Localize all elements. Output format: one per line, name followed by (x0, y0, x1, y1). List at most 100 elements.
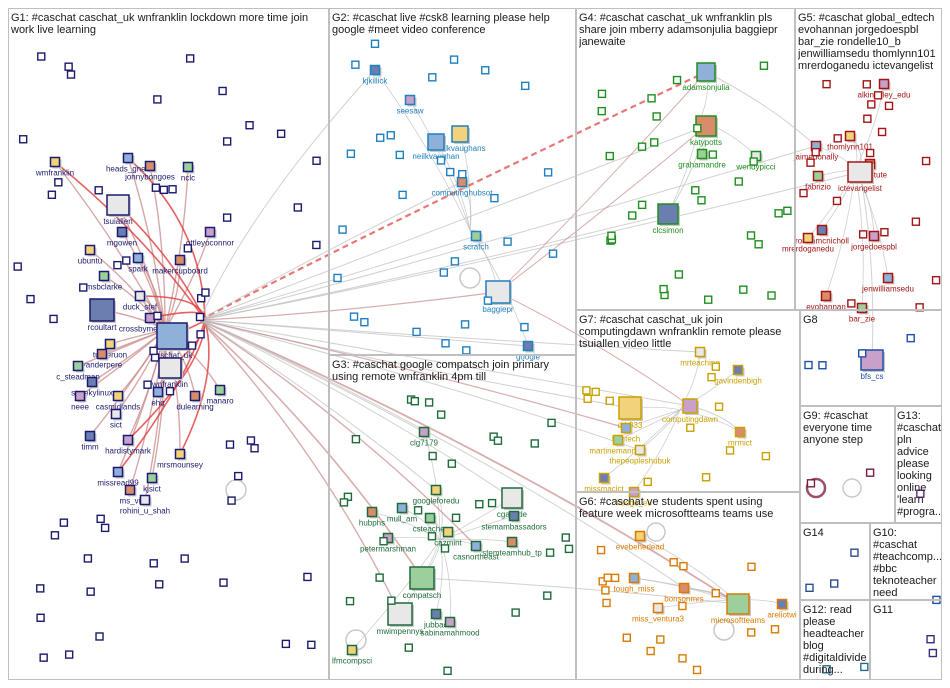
small-node-85[interactable] (543, 168, 553, 177)
node-cazmint[interactable]: cazmint (434, 526, 463, 548)
node-thepeopleshubuk[interactable]: thepeopleshubuk (610, 444, 672, 466)
small-node-8[interactable] (222, 137, 232, 146)
node-csteacher[interactable]: csteacher (413, 512, 448, 534)
small-node-140[interactable] (697, 196, 706, 205)
small-node-94[interactable] (451, 513, 461, 523)
small-node-141[interactable] (605, 151, 614, 161)
small-node-163[interactable] (862, 80, 871, 89)
node-computingdawn[interactable]: computingdawn (662, 398, 718, 424)
small-node-71[interactable] (412, 327, 421, 337)
small-node-125[interactable] (628, 211, 637, 220)
node-lfmcompsci[interactable]: lfmcompsci (332, 644, 372, 666)
node-ms_vi[interactable]: ms_vi (120, 484, 141, 506)
node-missmacict[interactable]: missmacict (584, 472, 625, 494)
node-mrmict[interactable]: mrmict (728, 426, 753, 448)
node-areliotwi[interactable]: areliotwi (767, 598, 797, 620)
node-microsoftteams[interactable]: microsoftteams (711, 593, 765, 625)
small-node-77[interactable] (338, 225, 347, 234)
small-node-144[interactable] (708, 150, 718, 159)
small-node-14[interactable] (143, 380, 152, 389)
small-node-105[interactable] (387, 596, 396, 605)
small-node-168[interactable] (822, 79, 831, 89)
small-node-26[interactable] (54, 178, 63, 187)
small-node-201[interactable] (906, 333, 915, 343)
small-node-66[interactable] (481, 66, 490, 75)
small-node-178[interactable] (582, 386, 591, 395)
small-node-107[interactable] (475, 500, 484, 509)
small-node-143[interactable] (691, 186, 700, 195)
small-node-188[interactable] (646, 646, 655, 656)
small-node-197[interactable] (669, 558, 678, 567)
small-node-213[interactable] (928, 648, 938, 658)
small-node-17[interactable] (151, 183, 161, 192)
small-node-137[interactable] (607, 231, 616, 240)
node-evohannan[interactable]: evohannan (806, 290, 846, 312)
small-node-93[interactable] (511, 608, 520, 617)
small-node-41[interactable] (113, 260, 122, 270)
node-sabinamahmood[interactable]: sabinamahmood (420, 616, 480, 638)
small-node-40[interactable] (185, 54, 195, 63)
node-martinemannion[interactable]: martinemannion (589, 434, 647, 456)
small-node-123[interactable] (652, 112, 661, 121)
small-node-87[interactable] (520, 322, 529, 332)
small-node-22[interactable] (86, 587, 95, 596)
small-node-207[interactable] (805, 583, 814, 593)
node-clg7179[interactable]: clg7179 (410, 426, 439, 448)
small-node-48[interactable] (155, 580, 164, 589)
small-node-18[interactable] (183, 244, 193, 253)
small-node-7[interactable] (168, 185, 177, 194)
node-rohini_u_shah[interactable]: rohini_u_shah (120, 494, 170, 516)
node-vanderpere[interactable]: vanderpere (82, 348, 123, 370)
small-node-61[interactable] (398, 190, 407, 200)
node-missread99[interactable]: missread99 (97, 466, 139, 488)
small-node-100[interactable] (379, 537, 388, 546)
node-evebeherlead[interactable]: evebeherlead (616, 530, 664, 552)
small-node-44[interactable] (95, 632, 104, 641)
small-node-55[interactable] (83, 554, 93, 563)
node-mrsmounsey[interactable]: mrsmounsey (157, 448, 203, 470)
small-node-51[interactable] (293, 203, 303, 212)
small-node-24[interactable] (201, 288, 210, 297)
node-bonsonmrs[interactable]: bonsonmrs (664, 582, 704, 604)
small-node-158[interactable] (832, 196, 842, 206)
small-node-119[interactable] (424, 398, 434, 407)
small-node-128[interactable] (749, 157, 758, 166)
small-node-53[interactable] (234, 471, 243, 481)
small-node-166[interactable] (858, 230, 868, 239)
small-node-84[interactable] (441, 339, 450, 348)
node-sneekylinux[interactable]: sneekylinux (71, 376, 113, 398)
small-node-86[interactable] (450, 257, 460, 266)
small-node-78[interactable] (436, 156, 446, 165)
node-ronanmcnicholl[interactable]: ronanmcnicholl (795, 224, 849, 246)
small-node-151[interactable] (833, 134, 842, 143)
node-seesaw[interactable]: seesaw (396, 94, 424, 116)
node-timm[interactable]: timm (81, 430, 99, 452)
small-node-32[interactable] (149, 559, 158, 568)
small-node-179[interactable] (605, 396, 614, 406)
node-grahamandre[interactable]: grahamandre (678, 148, 726, 170)
node-stemambassadors[interactable]: stemambassadors (481, 510, 547, 532)
small-node-50[interactable] (50, 531, 60, 540)
node-heads_gnee[interactable]: heads_gnee (106, 152, 151, 174)
small-node-99[interactable] (493, 436, 503, 445)
small-node-160[interactable] (880, 228, 889, 237)
small-node-37[interactable] (281, 639, 291, 649)
node-google[interactable]: google (516, 340, 541, 362)
small-node-150[interactable] (921, 156, 931, 166)
small-node-129[interactable] (597, 106, 606, 116)
small-node-159[interactable] (877, 127, 887, 137)
small-node-6[interactable] (218, 86, 227, 96)
small-node-162[interactable] (799, 188, 808, 198)
node-googleforedu[interactable]: googleforedu (413, 484, 460, 506)
small-node-57[interactable] (37, 52, 46, 61)
node-casmidlands[interactable]: casmidlands (96, 390, 140, 412)
small-node-111[interactable] (351, 434, 361, 444)
small-node-165[interactable] (811, 147, 820, 157)
small-node-214[interactable] (926, 635, 935, 644)
small-node-91[interactable] (564, 544, 574, 554)
small-node-30[interactable] (312, 240, 321, 250)
small-node-190[interactable] (770, 625, 780, 634)
small-node-45[interactable] (13, 262, 22, 271)
small-node-35[interactable] (245, 121, 254, 130)
node-thomlynn101[interactable]: thomlynn101 (827, 130, 873, 152)
